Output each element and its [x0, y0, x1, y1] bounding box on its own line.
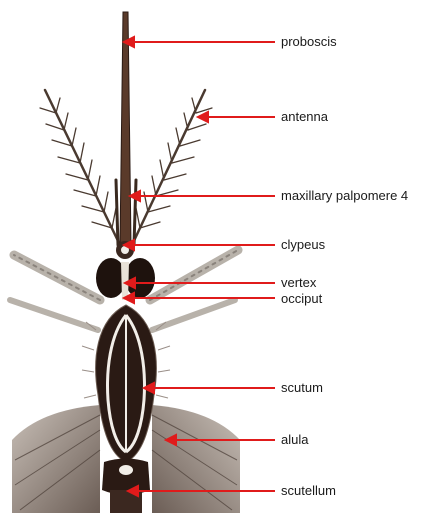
- label-vertex: vertex: [281, 276, 316, 289]
- label-alula: alula: [281, 433, 308, 446]
- leader-maxillary-palpomere-4: [130, 191, 275, 201]
- label-maxillary-palpomere-4: maxillary palpomere 4: [281, 189, 408, 202]
- head: [96, 241, 155, 300]
- label-scutellum: scutellum: [281, 484, 336, 497]
- proboscis-part: [120, 12, 131, 245]
- antenna-right: [132, 90, 212, 245]
- leader-clypeus: [124, 240, 275, 250]
- antenna-left: [40, 90, 120, 245]
- leader-scutum: [144, 383, 275, 393]
- leader-antenna: [198, 112, 275, 122]
- label-clypeus: clypeus: [281, 238, 325, 251]
- label-antenna: antenna: [281, 110, 328, 123]
- leader-proboscis: [124, 37, 275, 47]
- scutellum-part: [102, 459, 150, 514]
- label-occiput: occiput: [281, 292, 322, 305]
- label-proboscis: proboscis: [281, 35, 337, 48]
- label-scutum: scutum: [281, 381, 323, 394]
